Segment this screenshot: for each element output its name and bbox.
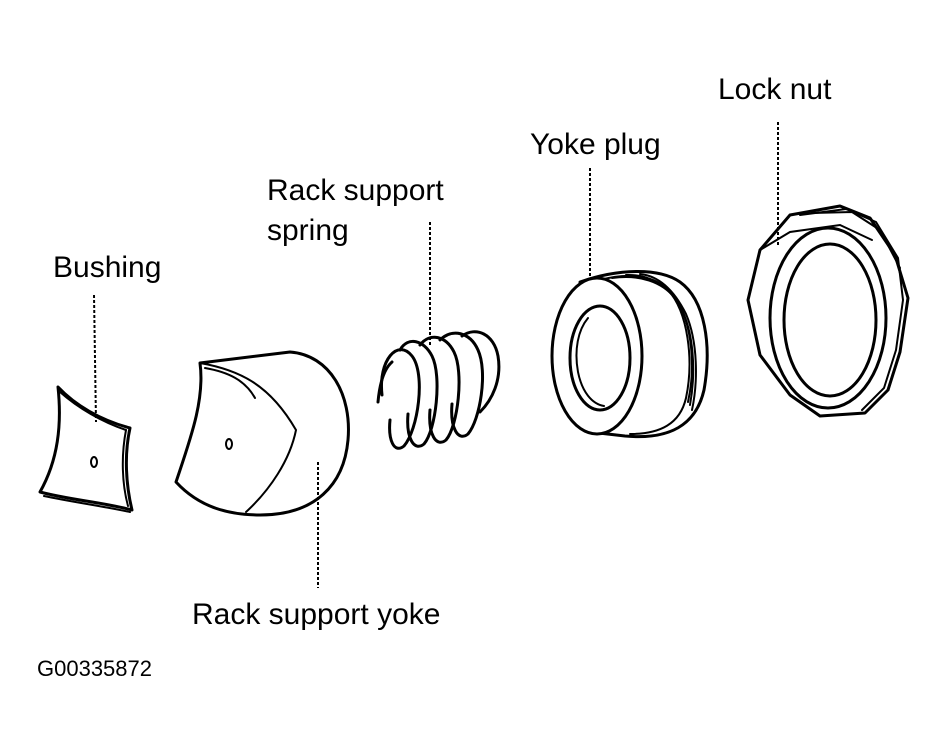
yoke-plug-part xyxy=(550,270,709,439)
bushing-label: Bushing xyxy=(53,251,161,284)
rack-support-spring-part xyxy=(376,330,501,450)
yoke-plug-label: Yoke plug xyxy=(530,128,661,161)
figure-code: G00335872 xyxy=(37,656,152,681)
bushing-part xyxy=(38,385,134,513)
bushing-leader xyxy=(93,294,97,423)
lock-nut-label: Lock nut xyxy=(718,73,832,106)
rack-support-spring-label-line1: Rack support xyxy=(267,174,444,207)
rack-support-yoke-label: Rack support yoke xyxy=(192,598,440,631)
rack-support-yoke-part xyxy=(174,350,350,517)
lock-nut-part xyxy=(746,204,910,418)
rack-support-spring-label-line2: spring xyxy=(267,214,349,247)
